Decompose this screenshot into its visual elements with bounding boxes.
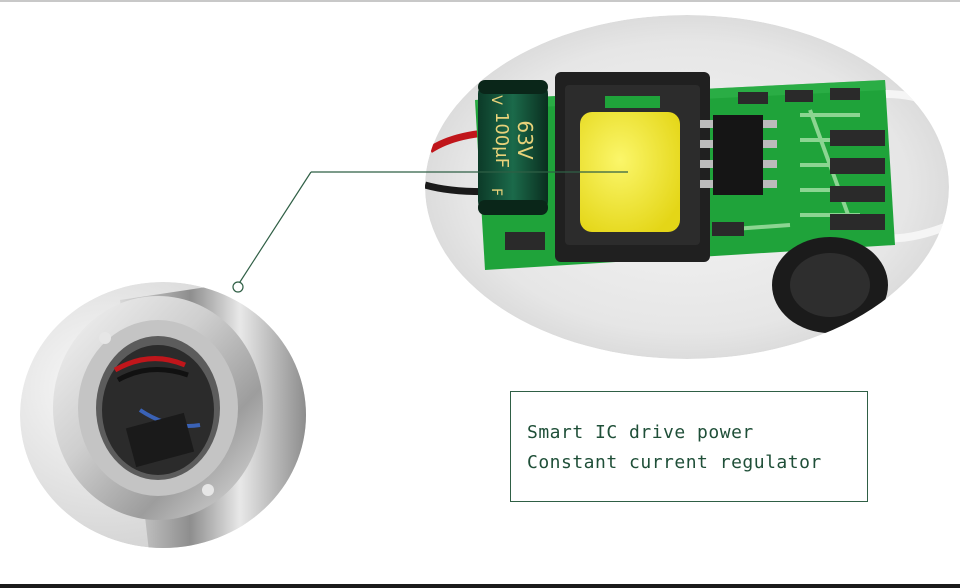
transformer: [555, 72, 710, 262]
ic-chip: [700, 115, 777, 195]
callout-connector: [232, 171, 628, 293]
capacitor-unit-side-text: F: [488, 188, 504, 196]
capacitor-voltage-side-text: V: [488, 95, 504, 105]
capacitor-voltage-text: 63V: [513, 120, 537, 159]
electrolytic-capacitor: 63V 100μF V F: [478, 80, 548, 215]
caption-line-2: Constant current regulator: [527, 452, 822, 473]
caption-line-1: Smart IC drive power: [527, 422, 754, 443]
capacitor-capacitance-text: 100μF: [491, 112, 512, 168]
housing-photo: [20, 282, 306, 548]
pcb-photo: 63V 100μF V F: [425, 15, 949, 359]
caption-box: Smart IC drive power Constant current re…: [510, 391, 868, 502]
bottom-divider: [0, 584, 960, 588]
top-divider: [0, 0, 960, 2]
callout-dot: [232, 281, 244, 293]
